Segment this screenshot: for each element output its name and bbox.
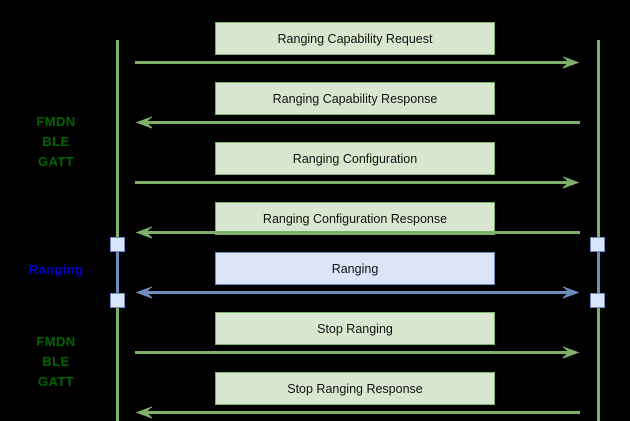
activation-right-start <box>590 237 605 252</box>
activation-left-start <box>110 237 125 252</box>
left-lifeline <box>116 40 119 421</box>
message-label: Ranging Configuration <box>292 151 418 166</box>
message-box-ranging-configuration-response: Ranging Configuration Response <box>215 202 495 235</box>
message-box-ranging-capability-response: Ranging Capability Response <box>215 82 495 115</box>
message-box-stop-ranging: Stop Ranging <box>215 312 495 345</box>
message-label: Ranging Configuration Response <box>262 211 448 226</box>
arrow-ranging-capability-response <box>135 116 580 129</box>
phase-label-fmdn-ble-gatt-bottom: FMDN BLE GATT <box>36 334 76 389</box>
arrow-ranging-capability-request <box>135 56 580 69</box>
activation-left-end <box>110 293 125 308</box>
message-label: Ranging Capability Response <box>272 91 438 106</box>
arrow-ranging-bidirectional <box>135 286 580 299</box>
message-box-ranging-configuration: Ranging Configuration <box>215 142 495 175</box>
message-box-ranging-capability-request: Ranging Capability Request <box>215 22 495 55</box>
message-box-ranging: Ranging <box>215 252 495 285</box>
message-label: Stop Ranging <box>317 321 393 336</box>
message-label: Stop Ranging Response <box>287 381 423 396</box>
arrow-ranging-configuration <box>135 176 580 189</box>
phase-label-fmdn-ble-gatt-top: FMDN BLE GATT <box>36 114 76 169</box>
arrow-stop-ranging <box>135 346 580 359</box>
activation-bar-right <box>597 248 600 298</box>
message-box-stop-ranging-response: Stop Ranging Response <box>215 372 495 405</box>
message-label: Ranging <box>331 261 379 276</box>
arrow-stop-ranging-response <box>135 406 580 419</box>
activation-right-end <box>590 293 605 308</box>
message-label: Ranging Capability Request <box>277 31 433 46</box>
right-lifeline <box>597 40 600 421</box>
activation-bar-left <box>116 248 119 298</box>
phase-label-ranging: Ranging <box>28 262 84 277</box>
arrow-ranging-configuration-response <box>135 226 580 239</box>
